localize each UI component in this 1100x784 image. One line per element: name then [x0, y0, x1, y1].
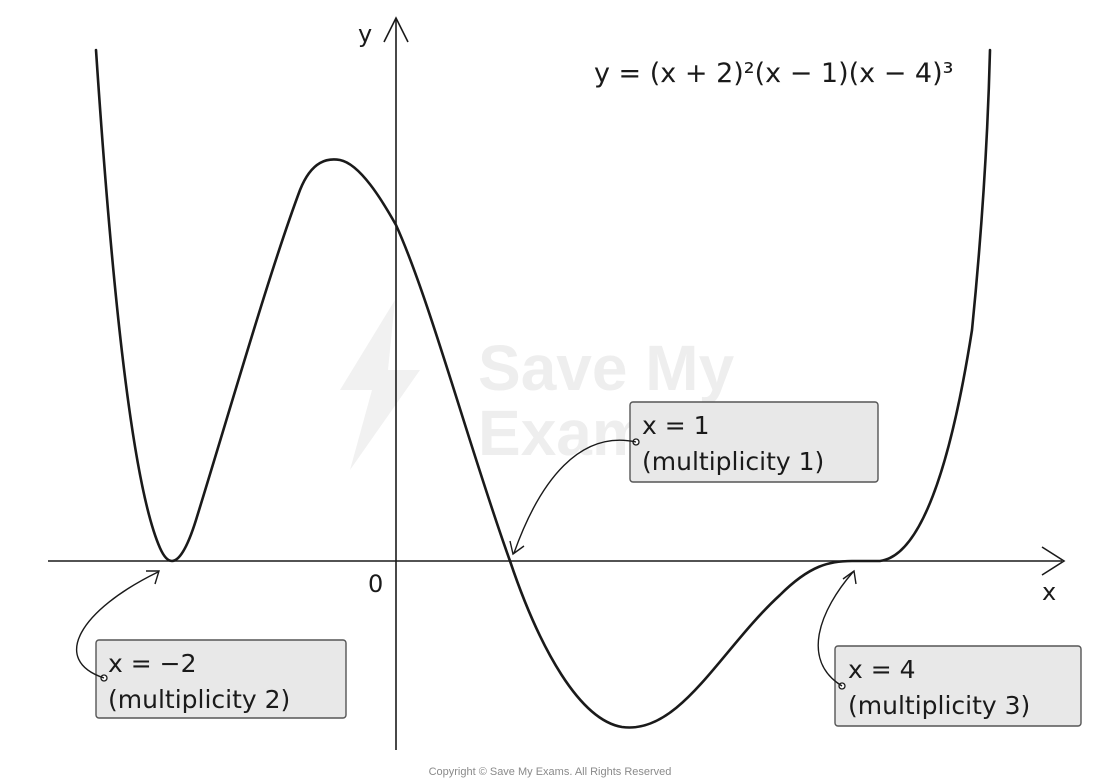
axes: x y 0: [48, 16, 1066, 750]
annotation-root-1: x = 1 (multiplicity 1): [509, 401, 879, 556]
annotation-line-2: (multiplicity 2): [108, 685, 290, 714]
pointer-arrow: [75, 571, 159, 679]
origin-label: 0: [368, 570, 383, 598]
y-axis-arrow-icon: [383, 16, 409, 43]
pointer-arrowhead-icon: [146, 570, 160, 585]
y-axis-label: y: [358, 20, 372, 48]
annotation-line-2: (multiplicity 1): [642, 447, 824, 476]
copyright-notice: Copyright © Save My Exams. All Rights Re…: [429, 766, 672, 778]
pointer-arrowhead-icon: [509, 540, 525, 556]
annotation-box: [629, 401, 879, 483]
pointer-arrowhead-icon: [842, 569, 857, 585]
watermark-logo-icon: [340, 300, 420, 470]
annotation-line-1: x = 4: [848, 655, 916, 684]
pointer-arrow: [817, 571, 854, 687]
watermark-line-1: Save My: [478, 332, 735, 404]
x-axis-label: x: [1042, 578, 1056, 606]
annotation-line-1: x = −2: [108, 649, 197, 678]
annotation-line-2: (multiplicity 3): [848, 691, 1030, 720]
annotation-box: [834, 645, 1082, 727]
annotation-root-minus-2: x = −2 (multiplicity 2): [75, 570, 347, 719]
annotation-root-4: x = 4 (multiplicity 3): [817, 569, 1082, 727]
pointer-arrow: [513, 439, 637, 554]
annotation-line-1: x = 1: [642, 411, 710, 440]
equation-label: y = (x + 2)²(x − 1)(x − 4)³: [594, 58, 953, 89]
annotation-box: [95, 639, 347, 719]
x-axis-arrow-icon: [1041, 546, 1066, 576]
polynomial-curve: [94, 48, 992, 729]
